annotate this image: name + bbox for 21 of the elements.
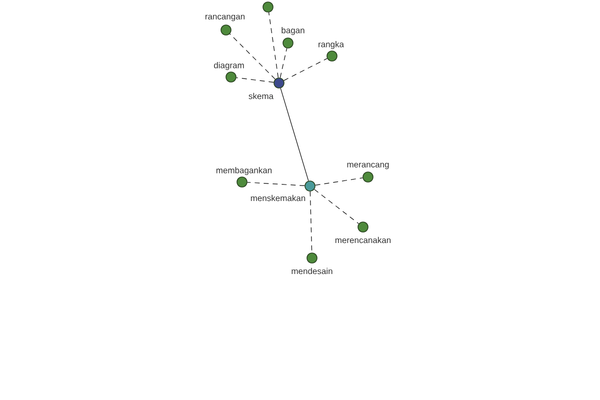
connector — [314, 189, 360, 224]
connector — [236, 77, 274, 83]
node-label: membagankan — [216, 167, 272, 175]
node-label: merencanakan — [335, 236, 391, 244]
node-label: merancang — [347, 162, 389, 170]
node-label: diagram — [214, 62, 244, 70]
connector — [280, 88, 309, 182]
node-label: rancangan — [205, 14, 245, 22]
connector — [247, 182, 305, 186]
connector — [268, 12, 279, 78]
connector — [310, 191, 312, 253]
node-dot — [262, 2, 274, 12]
node-label: skema — [248, 92, 274, 100]
node-label: mendesain — [292, 268, 332, 274]
node-label: menskemakan — [250, 194, 306, 202]
node-label: rangka — [318, 41, 344, 49]
connector — [230, 34, 276, 80]
connector — [315, 178, 363, 186]
node-label: bagan — [282, 27, 304, 35]
connector — [284, 58, 328, 81]
connector — [280, 48, 288, 78]
